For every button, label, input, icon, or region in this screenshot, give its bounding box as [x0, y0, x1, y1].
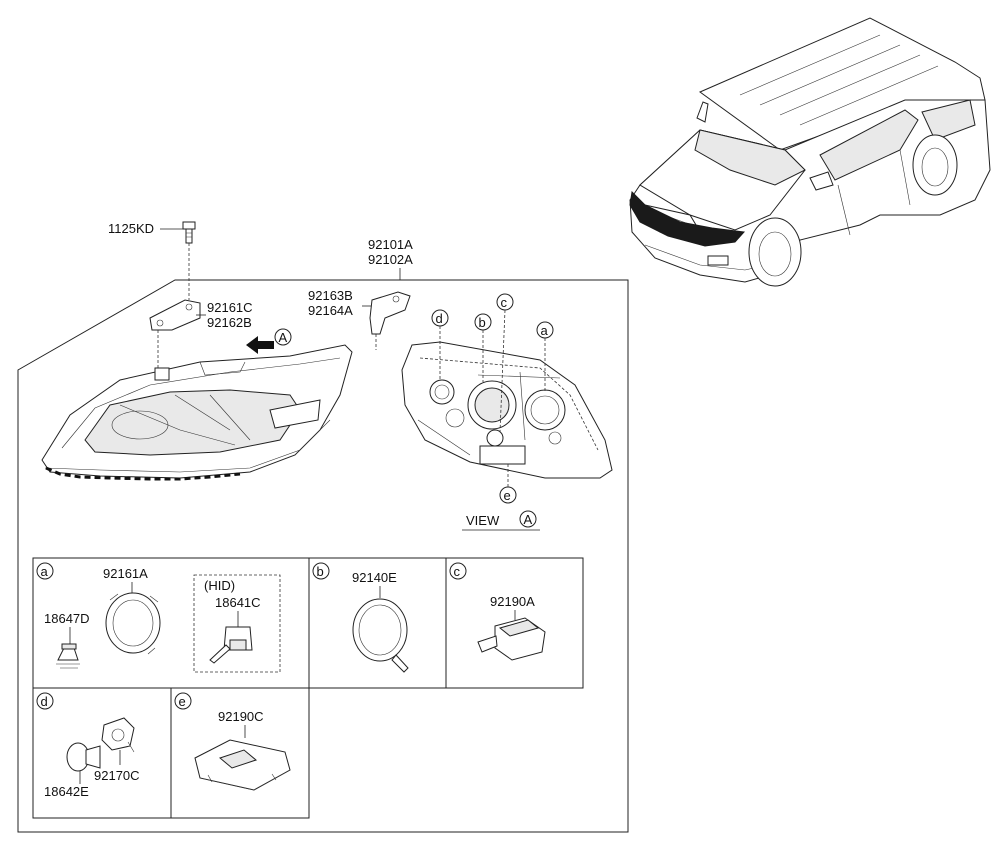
box-e-letter: e — [179, 694, 186, 709]
part-label-92190A: 92190A — [490, 594, 535, 609]
callout-c: c — [496, 293, 514, 433]
box-b-letter: b — [317, 564, 324, 579]
box-c-letter: c — [454, 564, 461, 579]
hid-bulb-icon — [209, 626, 253, 664]
socket-label-92170C: 92170C — [94, 768, 140, 783]
callout-a: a — [536, 321, 554, 392]
bulb-socket-icon — [101, 717, 135, 753]
svg-text:e: e — [504, 488, 511, 503]
box-e — [170, 687, 310, 819]
socket-ring-icon — [105, 592, 161, 655]
vehicle-illustration — [629, 17, 991, 287]
assy-label-92102A: 92102A — [368, 252, 413, 267]
socket-label-92161A: 92161A — [103, 566, 148, 581]
main-frame — [17, 279, 629, 833]
callout-b: b — [474, 313, 492, 382]
bulb-label-18647D: 18647D — [44, 611, 90, 626]
hid-dashed-box — [193, 574, 281, 673]
svg-text:c: c — [501, 295, 508, 310]
headlamp-front-icon — [41, 344, 353, 481]
bracket-label-92163B: 92163B — [308, 288, 353, 303]
view-caption-letter: A — [524, 512, 533, 527]
box-d-letter: d — [41, 694, 48, 709]
actuator-icon — [477, 617, 546, 661]
part-label-92190C: 92190C — [218, 709, 264, 724]
bracket-label-92161C: 92161C — [207, 300, 253, 315]
svg-text:b: b — [479, 315, 486, 330]
view-arrow-letter: A — [279, 330, 288, 345]
box-c — [445, 557, 584, 689]
callout-e: e — [499, 462, 517, 504]
bolt-icon — [182, 221, 196, 244]
hid-bulb-label: 18641C — [215, 595, 261, 610]
view-arrow-icon — [246, 336, 274, 354]
retainer-ring-icon — [352, 598, 409, 673]
hid-ballast-icon — [194, 739, 291, 791]
wedge-bulb-icon — [66, 742, 101, 772]
view-caption: VIEW — [466, 513, 500, 528]
h-bulb-icon — [56, 643, 80, 669]
bolt-label: 1125KD — [108, 221, 154, 236]
headlamp-rear-icon — [401, 341, 613, 479]
bracket-right-icon — [369, 291, 411, 335]
hid-title: (HID) — [204, 578, 235, 593]
box-a-letter: a — [41, 564, 49, 579]
bracket-label-92164A: 92164A — [308, 303, 353, 318]
assy-label-92101A: 92101A — [368, 237, 413, 252]
bulb-label-18642E: 18642E — [44, 784, 89, 799]
svg-text:a: a — [541, 323, 549, 338]
callout-d: d — [431, 309, 449, 380]
bracket-label-92162B: 92162B — [207, 315, 252, 330]
svg-text:d: d — [436, 311, 443, 326]
bracket-left-icon — [149, 299, 201, 331]
part-label-92140E: 92140E — [352, 570, 397, 585]
